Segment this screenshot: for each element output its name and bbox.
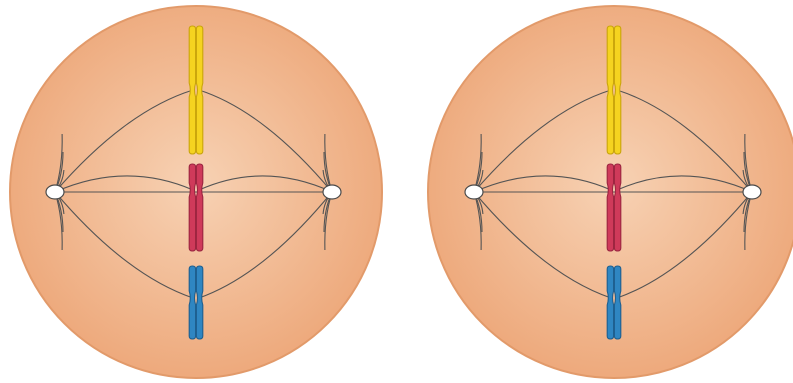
chromatid — [196, 26, 202, 154]
centrosome — [323, 185, 341, 199]
chromatid — [607, 26, 613, 154]
chromatid — [614, 164, 620, 251]
centrosome — [46, 185, 64, 199]
chromatid — [189, 164, 195, 251]
chromatid — [196, 266, 202, 339]
cell-left — [10, 6, 382, 378]
chromatid — [614, 266, 620, 339]
centrosome — [465, 185, 483, 199]
chromatid — [189, 26, 195, 154]
chromatid — [614, 26, 620, 154]
chromatid — [189, 266, 195, 339]
chromatid — [196, 164, 202, 251]
centrosome — [743, 185, 761, 199]
chromosome-red — [189, 164, 203, 251]
chromatid — [607, 164, 613, 251]
chromatid — [607, 266, 613, 339]
cell-right — [428, 6, 793, 378]
chromosome-red — [607, 164, 621, 251]
